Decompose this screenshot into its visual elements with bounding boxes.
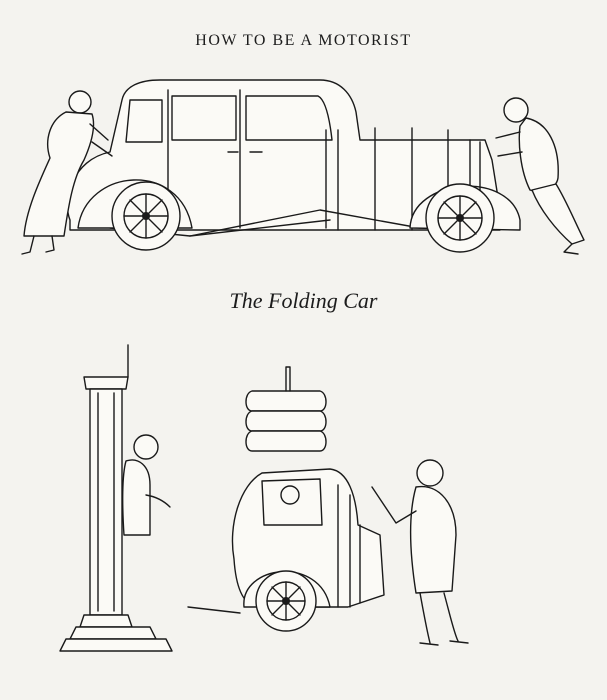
folded-car-illustration [59, 344, 469, 652]
front-wheel [425, 183, 495, 253]
woman-figure [21, 90, 113, 255]
man-with-crank [371, 459, 469, 646]
folded-car [187, 366, 385, 632]
porch-column [59, 344, 173, 652]
illustration-caption: The Folding Car [229, 288, 378, 313]
page-header: HOW TO BE A MOTORIST [195, 32, 412, 49]
extended-car-illustration [21, 79, 585, 255]
doorway-figure [121, 434, 171, 536]
man-figure [495, 97, 585, 255]
rear-wheel [111, 181, 181, 251]
